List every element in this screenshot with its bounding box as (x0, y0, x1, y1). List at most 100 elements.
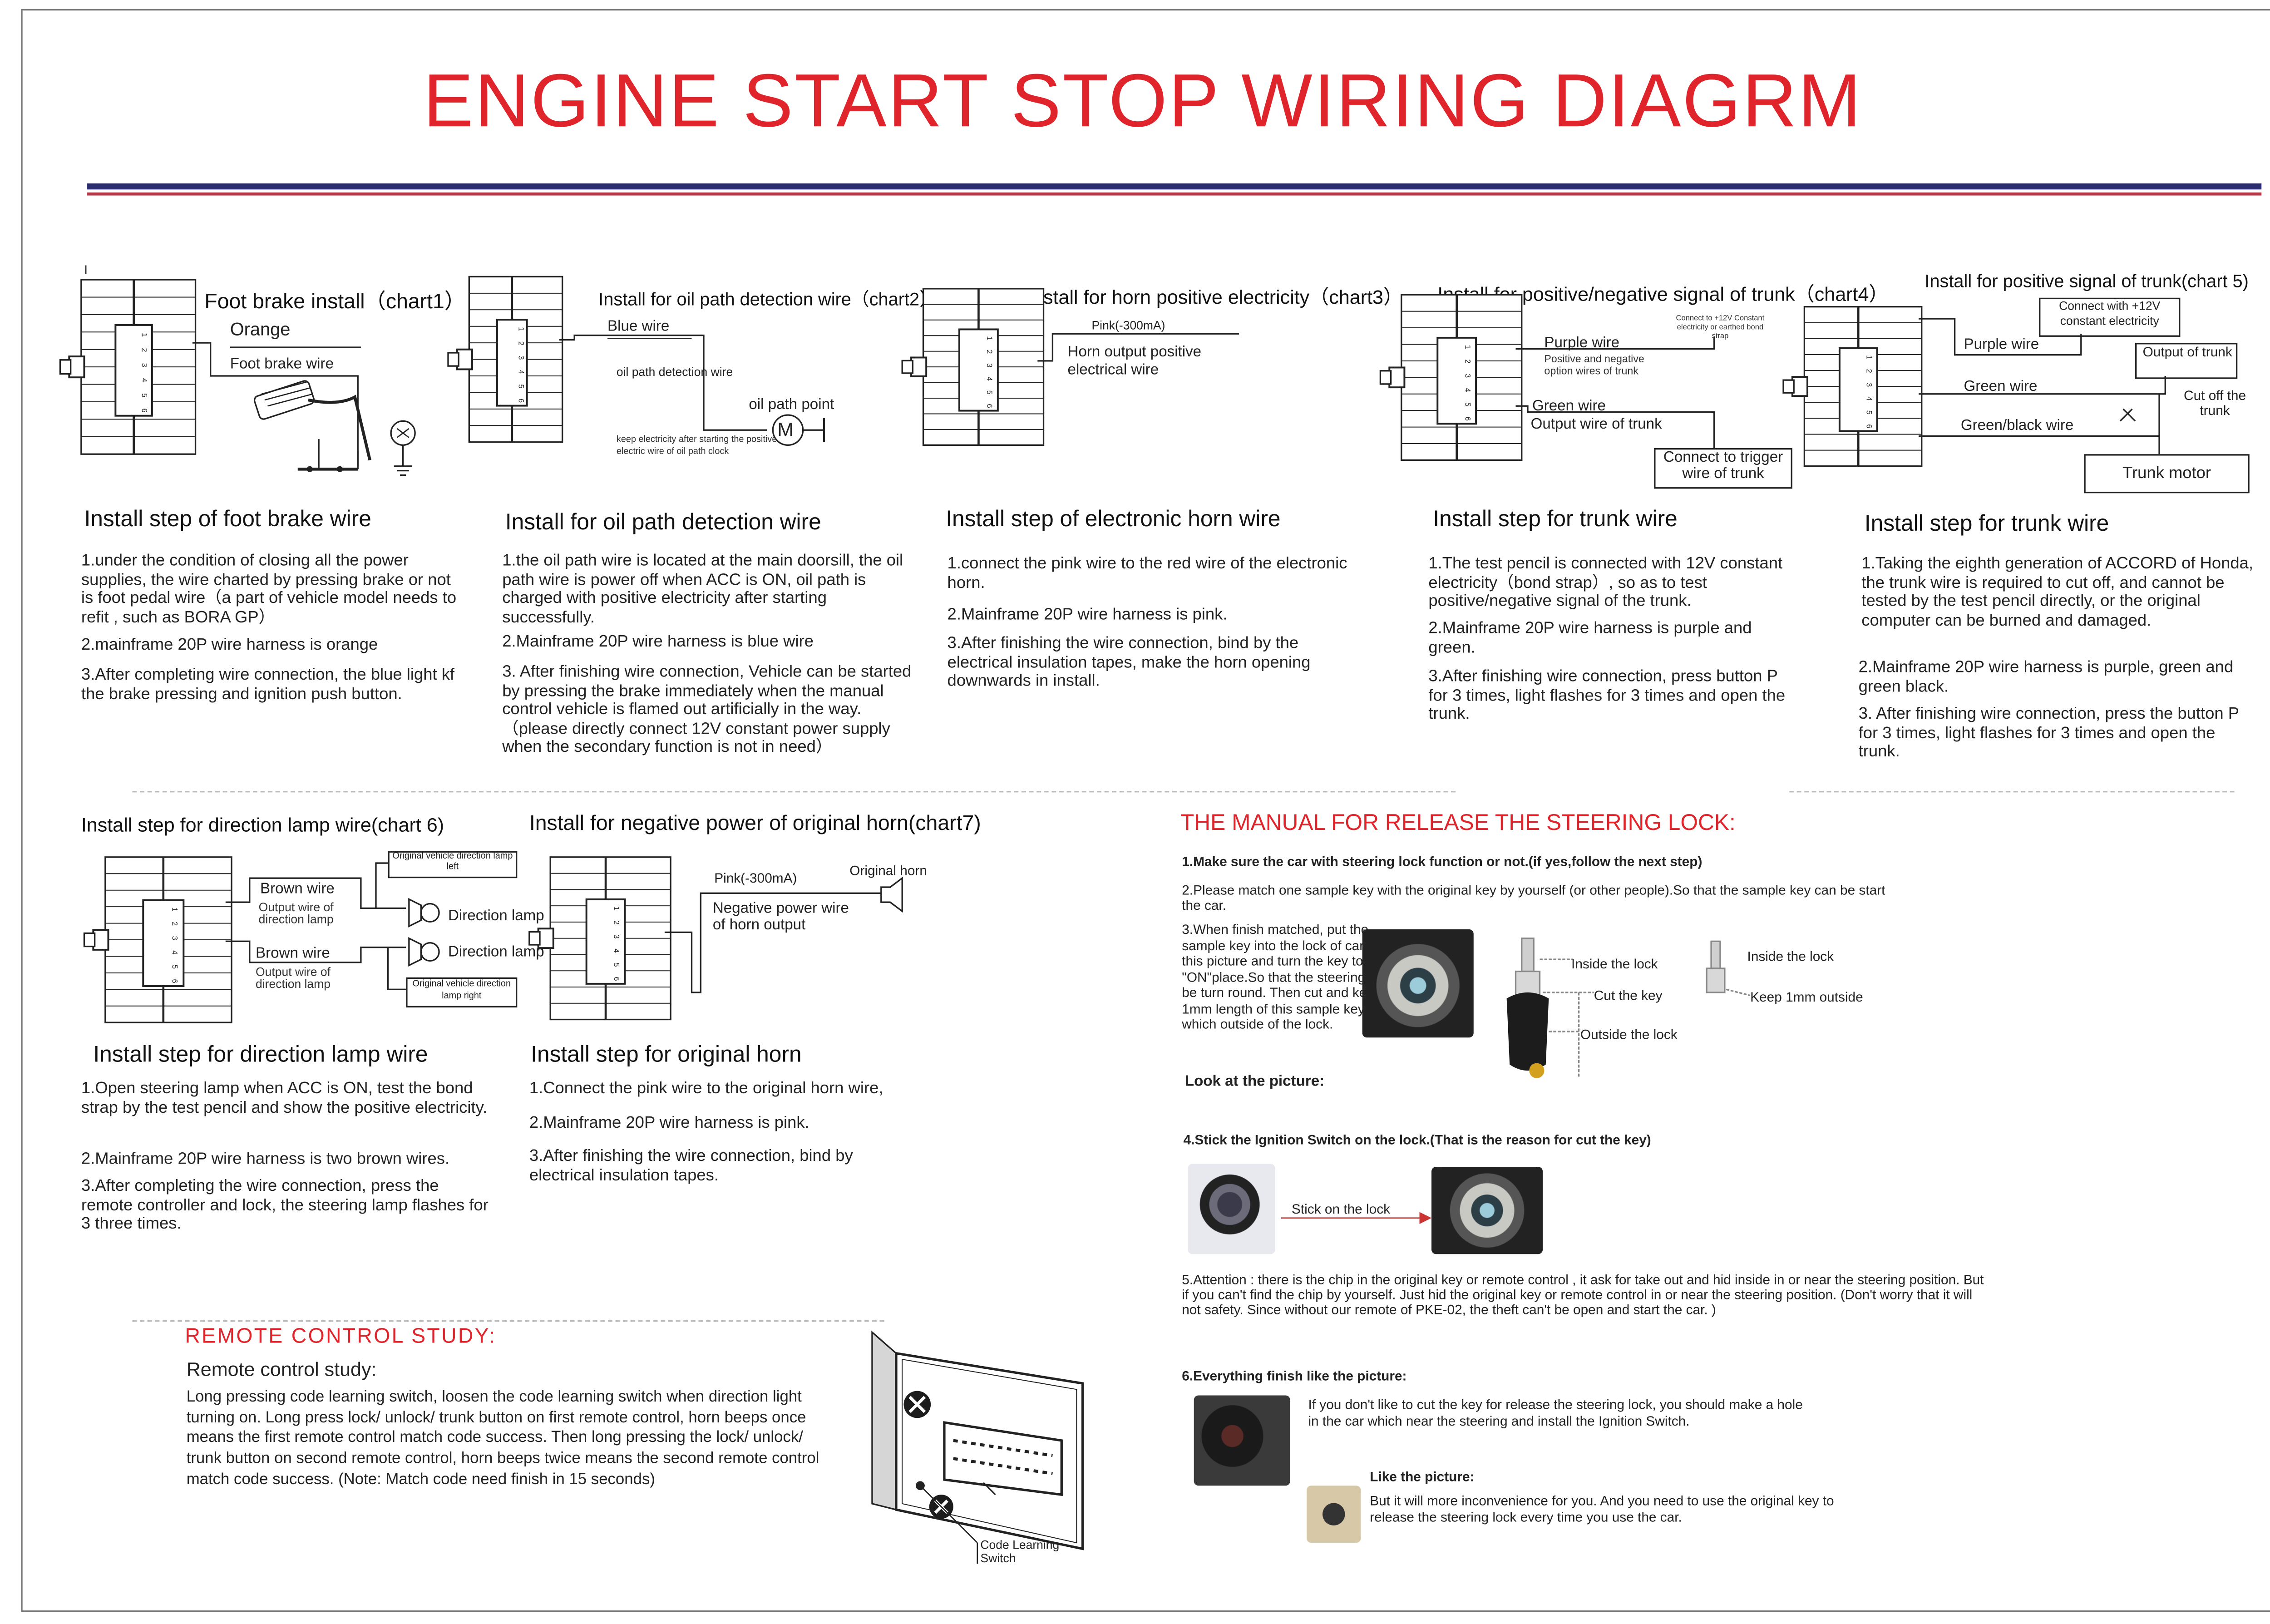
steering-title: THE MANUAL FOR RELEASE THE STEERING LOCK… (1180, 810, 1736, 836)
connector-pin-number: 2 (517, 341, 525, 346)
chart5-step-title: Install step for trunk wire (1864, 511, 2109, 537)
chart2-step-2: 2.Mainframe 20P wire harness is blue wir… (502, 633, 814, 652)
remote-text: Long pressing code learning switch, loos… (186, 1387, 819, 1489)
chart2-step-3: 3. After finishing wire connection, Vehi… (502, 663, 912, 756)
chart5-motor-box: Trunk motor (2084, 454, 2250, 494)
steering-step-1: 1.Make sure the car with steering lock f… (1182, 854, 1702, 869)
steering-step-5: 5.Attention : there is the chip in the o… (1182, 1272, 1984, 1318)
chart7-step-title: Install step for original horn (531, 1042, 802, 1068)
connector-latch (537, 928, 554, 949)
connector-plug (958, 328, 999, 412)
connector-pin-number: 5 (170, 965, 179, 969)
chart6-lamp2: Direction lamp (448, 944, 544, 961)
title-rule-navy (87, 183, 2262, 190)
connector-pin-number: 6 (170, 979, 179, 983)
steering-step-6: 6.Everything finish like the picture: (1182, 1368, 1407, 1384)
connector-clip (901, 360, 914, 374)
chart6-brown1: Brown wire (260, 881, 335, 898)
chart6-orig-right: Original vehicle direction lamp right (406, 977, 518, 1008)
connector-pin-number: 3 (985, 363, 994, 367)
chart5-purple: Purple wire (1964, 336, 2039, 354)
chart1-wire-label: Foot brake wire (230, 356, 334, 373)
page-title: ENGINE START STOP WIRING DIAGRM (423, 59, 1863, 143)
finished-car-photo (1194, 1395, 1290, 1486)
section-divider-right (1789, 791, 2235, 793)
label-outside-lock: Outside the lock (1580, 1027, 1678, 1042)
chart5-green: Green wire (1964, 379, 2038, 396)
chart6-orig-left: Original vehicle direction lamp left (388, 851, 518, 879)
label-inside-lock-2: Inside the lock (1747, 948, 1834, 964)
lock-photo-2 (1431, 1167, 1543, 1254)
chart7-step-3: 3.After finishing the wire connection, b… (529, 1147, 853, 1185)
chart2-note: keep electricity after starting the posi… (616, 436, 777, 457)
code-learning-switch-label: Code Learning Switch (980, 1538, 1060, 1565)
connector-pin-number: 4 (985, 377, 994, 381)
chart6-brown1-note: Output wire of direction lamp (258, 900, 334, 927)
connector-clip (83, 932, 96, 948)
title-rule-red (87, 192, 2262, 196)
connector-plug (142, 899, 185, 987)
chart3-step-title: Install step of electronic horn wire (946, 507, 1281, 533)
chart1-step-3: 3.After completing wire connection, the … (81, 666, 455, 703)
connector-pin-number: 3 (517, 355, 525, 360)
connector-pin-number: 5 (140, 393, 148, 397)
connector-clip (59, 359, 72, 375)
chart4-green-note: Output wire of trunk (1530, 416, 1662, 433)
chart1-step-1: 1.under the condition of closing all the… (81, 552, 457, 627)
connector-pin-number: 4 (517, 370, 525, 374)
chart5-12v-box: Connect with +12V constant electricity (2039, 297, 2181, 337)
connector-pin-number: 2 (985, 350, 994, 354)
steering-step-4: 4.Stick the Ignition Switch on the lock.… (1183, 1132, 1651, 1148)
connector-clip (528, 931, 541, 946)
ignition-switch-photo (1188, 1164, 1275, 1254)
chart7-wire-label: Negative power wire of horn output (712, 900, 849, 934)
chart1-step-2: 2.mainframe 20P wire harness is orange (81, 636, 378, 654)
chart6-title: Install step for direction lamp wire(cha… (81, 813, 444, 836)
connector-clip (1782, 379, 1795, 394)
chart2-wire-label: oil path detection wire (616, 365, 733, 379)
connector-pin-number: 6 (1463, 417, 1472, 421)
chart6-brown2-note: Output wire of direction lamp (256, 965, 331, 991)
chart7-step-1: 1.Connect the pink wire to the original … (529, 1080, 883, 1098)
connector-pin-number: 2 (1865, 369, 1873, 373)
chart4-step-2: 2.Mainframe 20P wire harness is purple a… (1428, 619, 1752, 657)
connector-pin-number: 6 (985, 404, 994, 408)
key-in-lock-photo (1362, 929, 1474, 1038)
label-keep-1mm: Keep 1mm outside (1750, 989, 1863, 1005)
connector-pin-number: 5 (985, 390, 994, 395)
chart6-lamp1: Direction lamp (448, 908, 544, 925)
chart4-purple-note: Positive and negative option wires of tr… (1544, 355, 1644, 377)
connector-pin-number: 4 (170, 950, 179, 954)
connector-pin-number: 5 (1463, 402, 1472, 406)
label-cut-key: Cut the key (1594, 987, 1663, 1003)
connector-plug (1436, 336, 1477, 425)
connector-plug (114, 324, 153, 417)
chart2-step-1: 1.the oil path wire is located at the ma… (502, 552, 903, 627)
chart5-greenblack: Green/black wire (1960, 418, 2074, 435)
chart5-cut-label: Cut off the trunk (2184, 388, 2246, 418)
remote-subtitle: Remote control study: (186, 1357, 377, 1381)
hole-photo (1307, 1486, 1361, 1543)
connector-pin-number: 1 (140, 333, 148, 337)
connector-clip (1379, 370, 1392, 385)
connector-pin-number: 1 (985, 336, 994, 340)
connector-pin-number: 6 (140, 408, 148, 412)
chart3-wire-color: Pink(-300mA) (1091, 319, 1165, 332)
chart3-step-1: 1.connect the pink wire to the red wire … (947, 555, 1347, 592)
connector-pin-number: 4 (140, 378, 148, 382)
chart5-title: Install for positive signal of trunk(cha… (1925, 271, 2249, 292)
stick-label: Stick on the lock (1292, 1201, 1391, 1217)
connector-pin-number: 3 (1463, 374, 1472, 378)
chart5-step-2: 2.Mainframe 20P wire harness is purple, … (1858, 658, 2234, 696)
connector-clip (447, 352, 459, 367)
chart4-step-title: Install step for trunk wire (1433, 507, 1678, 533)
